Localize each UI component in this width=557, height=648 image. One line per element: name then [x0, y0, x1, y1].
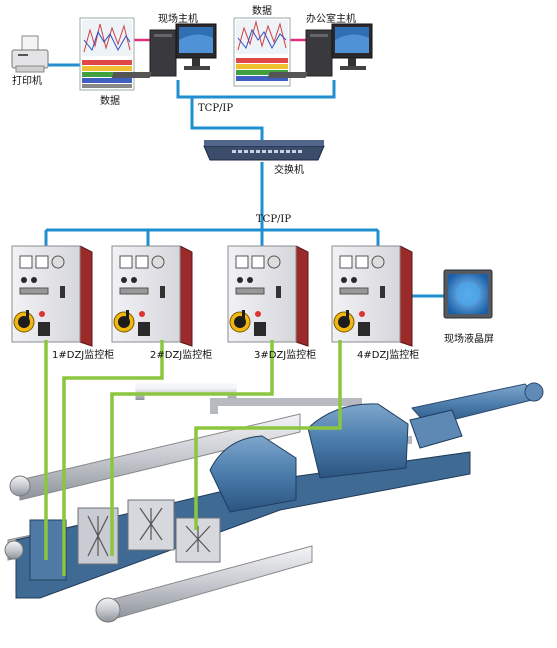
printer-icon: [11, 35, 49, 73]
meter-icon: [19, 255, 33, 269]
meter-icon: [135, 255, 149, 269]
site-host-computer-icon: [111, 23, 217, 78]
d-logo-icon: [229, 310, 251, 333]
data-label-left: 数据: [100, 96, 120, 107]
host-link: [176, 80, 336, 99]
monitoring-cabinet-3: [227, 245, 309, 347]
meter-icon: [339, 255, 353, 269]
meter-icon: [235, 255, 249, 269]
tcpip-label-lower: TCP/IP: [256, 214, 292, 225]
d-logo-icon: [13, 310, 35, 333]
meter-icon: [119, 255, 133, 269]
meter-icon: [35, 255, 49, 269]
signal-line-4: [194, 340, 342, 530]
office-host-label: 办公室主机: [306, 14, 356, 25]
cabinet-label-4: 4#DZJ监控柜: [357, 350, 420, 361]
cabinet-group: [11, 245, 413, 347]
office-host-computer-icon: [267, 23, 373, 78]
tcpip-label-upper: TCP/IP: [198, 103, 234, 114]
signal-line-3: [110, 340, 274, 556]
gauge-icon: [151, 255, 165, 269]
printer-label: 打印机: [12, 76, 42, 87]
monitoring-cabinet-1: [11, 245, 93, 347]
meter-icon: [251, 255, 265, 269]
d-logo-icon: [113, 310, 135, 333]
monitoring-cabinet-2: [111, 245, 193, 347]
network-switch-icon: [203, 140, 325, 161]
cabinet-label-2: 2#DZJ监控柜: [150, 350, 213, 361]
gauge-icon: [51, 255, 65, 269]
d-logo-icon: [333, 310, 355, 333]
network-lines: [44, 63, 444, 298]
site-host-label: 现场主机: [158, 14, 198, 25]
signal-lines: [44, 340, 342, 576]
gauge-icon: [371, 255, 385, 269]
data-label-top: 数据: [252, 6, 272, 17]
gauge-icon: [267, 255, 281, 269]
signal-line-2: [62, 340, 164, 576]
data-screen-left: [79, 17, 135, 91]
cabinet-label-3: 3#DZJ监控柜: [254, 350, 317, 361]
cabinet-drops: [44, 230, 380, 246]
switch-label: 交换机: [274, 165, 304, 176]
lcd-screen-label: 现场液晶屏: [444, 334, 494, 345]
monitoring-cabinet-4: [331, 245, 413, 347]
meter-icon: [355, 255, 369, 269]
turbine-machine: [4, 382, 544, 623]
host-to-switch: [190, 97, 264, 140]
lcd-monitor-icon: [443, 269, 493, 319]
cabinet-label-1: 1#DZJ监控柜: [52, 350, 115, 361]
